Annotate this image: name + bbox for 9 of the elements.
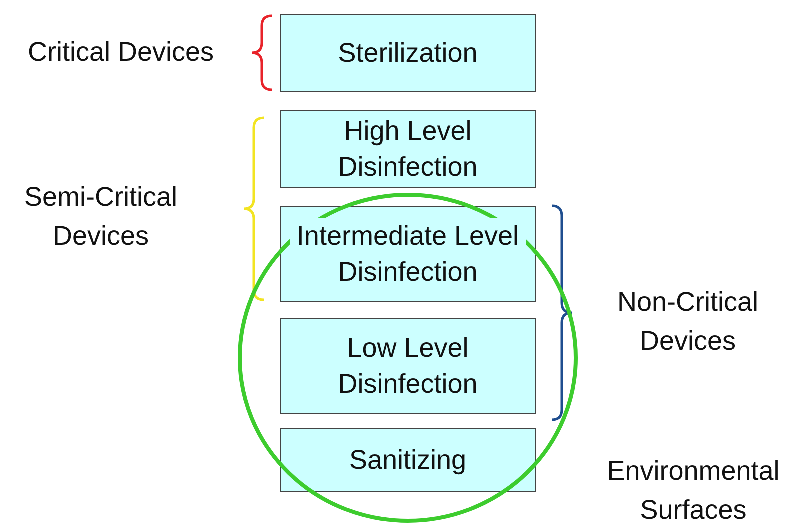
category-label: Environmental Surfaces — [606, 455, 781, 527]
category-label: Non-Critical Devices — [616, 286, 760, 358]
process-box — [280, 428, 536, 492]
process-box — [280, 110, 536, 188]
category-label: Critical Devices — [26, 36, 216, 69]
category-label: Semi-Critical Devices — [23, 181, 178, 253]
process-box — [280, 206, 536, 302]
process-box — [280, 14, 536, 92]
process-box — [280, 318, 536, 414]
